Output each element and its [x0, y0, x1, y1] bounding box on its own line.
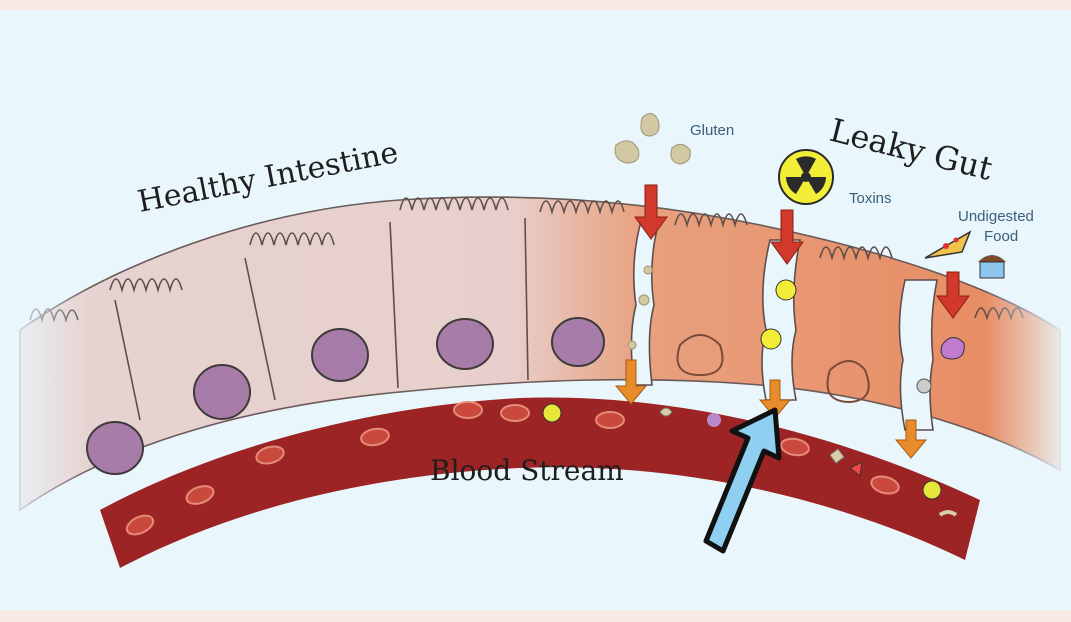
toxins-label: Toxins — [849, 190, 892, 207]
leaky-gut-label: Leaky Gut — [826, 111, 996, 188]
orange-arrows — [614, 359, 928, 459]
gluten-particles — [614, 112, 691, 350]
pizza-icon — [924, 230, 972, 259]
gluten-label: Gluten — [690, 122, 734, 139]
epithelium — [0, 180, 1071, 540]
blood-stream-label: Blood Stream — [430, 454, 624, 487]
red-blood-cells — [125, 401, 900, 536]
cell-borders — [114, 217, 529, 421]
undigested-label-line1: Undigested — [958, 208, 1034, 225]
particles-in-blood — [542, 403, 958, 517]
nuclei — [86, 317, 605, 475]
pointer-arrow — [703, 407, 782, 554]
radiation-icon — [760, 149, 834, 350]
red-arrows — [634, 184, 970, 319]
undigested-label-line2: Food — [984, 228, 1018, 245]
cupcake-icon — [916, 255, 1006, 394]
damaged-nuclei — [676, 334, 870, 404]
